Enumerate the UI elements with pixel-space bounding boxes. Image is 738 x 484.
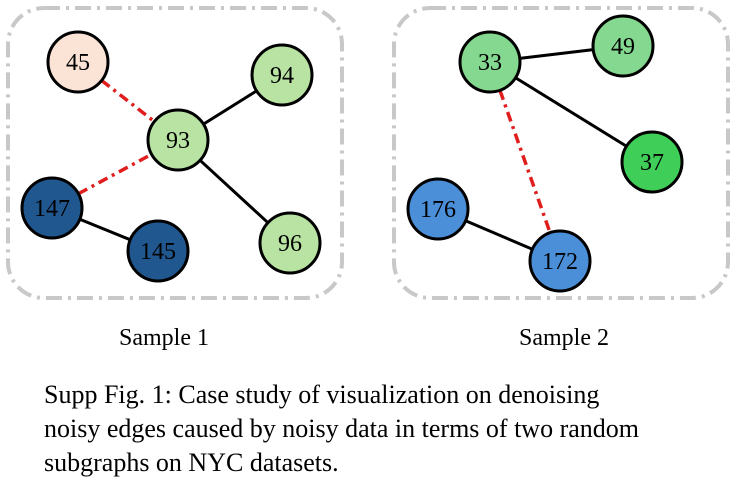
sample-1-panel: [6, 6, 344, 300]
node-94: 94: [250, 43, 314, 107]
node-93: 93: [146, 108, 210, 172]
node-label: 172: [542, 249, 578, 275]
sample-2-edges: [465, 48, 628, 251]
node-label: 93: [166, 128, 190, 154]
sample-2-label: Sample 2: [519, 325, 609, 351]
node-label: 37: [640, 150, 664, 176]
node-96: 96: [258, 211, 322, 275]
edge-93-94: [202, 89, 258, 126]
node-49: 49: [591, 14, 655, 78]
figure-caption: Supp Fig. 1: Case study of visualization…: [44, 378, 724, 480]
noisy-edge-45-93: [100, 79, 156, 123]
edge-93-96: [199, 159, 269, 224]
sample-1-label: Sample 1: [119, 325, 209, 351]
node-circle: [620, 130, 684, 194]
edge-147-145: [79, 217, 131, 242]
node-circle: [528, 229, 592, 293]
node-label: 96: [278, 231, 302, 257]
edge-33-49: [519, 48, 594, 60]
sample-1-nodes: 45 94 93 147 145 96: [20, 30, 322, 283]
node-label: 94: [270, 63, 294, 89]
node-circle: [406, 177, 470, 241]
node-circle: [591, 14, 655, 78]
node-45: 45: [46, 30, 110, 94]
caption-line-3: subgraphs on NYC datasets.: [44, 448, 339, 477]
node-label: 145: [140, 239, 176, 265]
edge-176-172: [465, 219, 533, 251]
node-circle: [458, 30, 522, 94]
node-label: 49: [611, 34, 635, 60]
noisy-edge-147-93: [77, 152, 153, 196]
sample-1-edges: [77, 79, 269, 242]
node-circle: [250, 43, 314, 107]
sample-2-panel: [392, 6, 730, 300]
node-147: 147: [20, 176, 84, 240]
node-circle: [20, 176, 84, 240]
edge-33-37: [514, 76, 628, 148]
node-label: 147: [34, 196, 70, 222]
node-145: 145: [126, 219, 190, 283]
noisy-edge-33-172: [498, 89, 552, 234]
caption-line-2: noisy edges caused by noisy data in term…: [44, 414, 639, 443]
node-172: 172: [528, 229, 592, 293]
node-33: 33: [458, 30, 522, 94]
node-circle: [46, 30, 110, 94]
diagram-figure: 45 94 93 147 145 96 33 49 37 176 172 Sample 1 Sam…: [6, 6, 730, 351]
caption-line-1: Supp Fig. 1: Case study of visualization…: [44, 380, 600, 409]
node-37: 37: [620, 130, 684, 194]
node-circle: [126, 219, 190, 283]
node-label: 33: [478, 50, 502, 76]
node-circle: [146, 108, 210, 172]
node-circle: [258, 211, 322, 275]
node-label: 176: [420, 197, 456, 223]
sample-2-nodes: 33 49 37 176 172: [406, 14, 684, 293]
node-label: 45: [66, 50, 90, 76]
node-176: 176: [406, 177, 470, 241]
